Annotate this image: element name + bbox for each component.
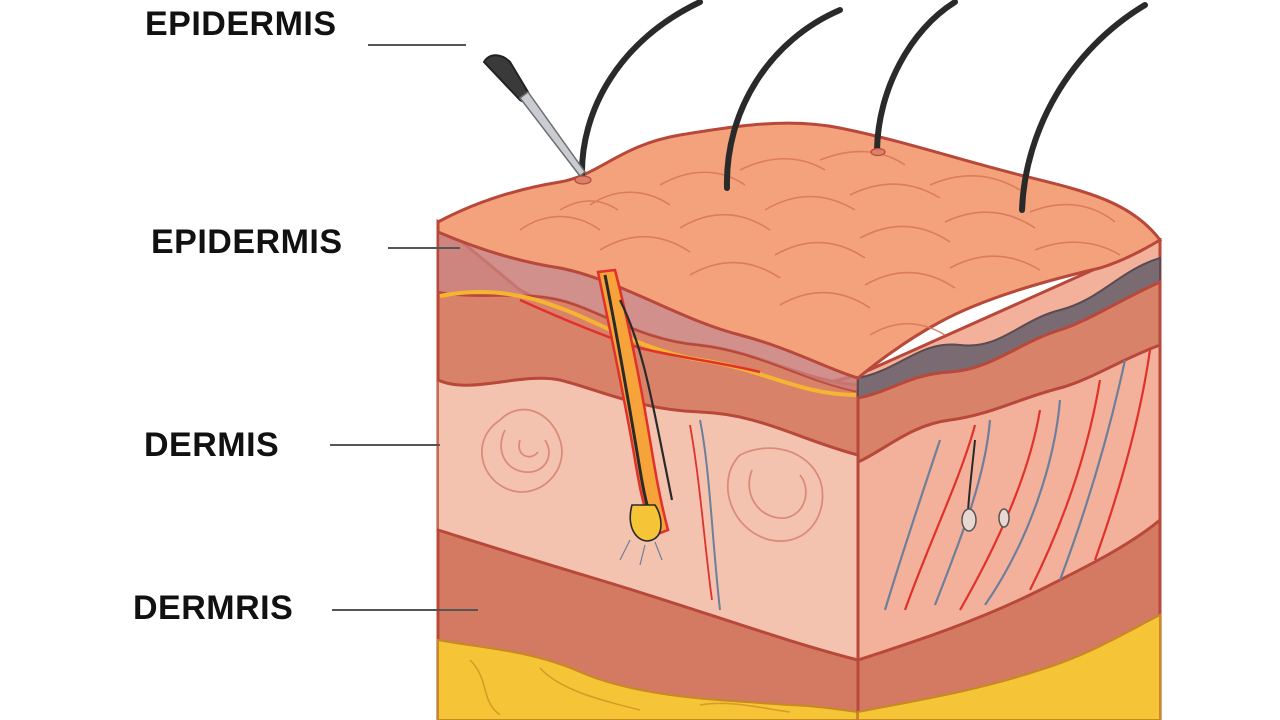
hair-4 [1019, 2, 1148, 213]
second-hair-shaft [619, 299, 674, 501]
fat-layer-right [857, 613, 1161, 720]
leader-lines [330, 44, 478, 611]
layer-label-epidermis-top: EPIDERMIS [145, 5, 337, 43]
surface-texture [519, 150, 1121, 336]
hair-follicle-front [596, 268, 674, 566]
follicle-root [629, 504, 662, 542]
hairs [578, 0, 1148, 213]
hair-follicle-right [961, 439, 1010, 532]
sweat-gland-right [726, 447, 824, 542]
layer-label-dermris: DERMRIS [133, 589, 294, 627]
vessel-red-front [689, 424, 713, 601]
fat-lobule-lines [469, 659, 791, 716]
scalpel-handle [482, 54, 531, 103]
scalpel-blade [518, 90, 587, 178]
layer-label-epidermis: EPIDERMIS [151, 223, 343, 261]
red-border-line [519, 298, 761, 374]
sweat-gland-left [481, 408, 563, 493]
fat-layer-front [437, 638, 859, 720]
right-vessels [883, 349, 1152, 611]
right-papillary-dermis [856, 279, 1162, 465]
scalpel [482, 54, 587, 178]
layer-label-dermis: DERMIS [144, 426, 280, 464]
hair-2 [723, 7, 843, 191]
hair-1 [578, 0, 703, 181]
follicle-root-lines [619, 539, 663, 566]
hair-3 [874, 0, 958, 153]
vessel-blue-front [699, 419, 721, 611]
top-surface [436, 121, 1163, 380]
skin-surface [436, 121, 1163, 380]
right-face [856, 237, 1162, 720]
hair-pores [574, 147, 886, 185]
